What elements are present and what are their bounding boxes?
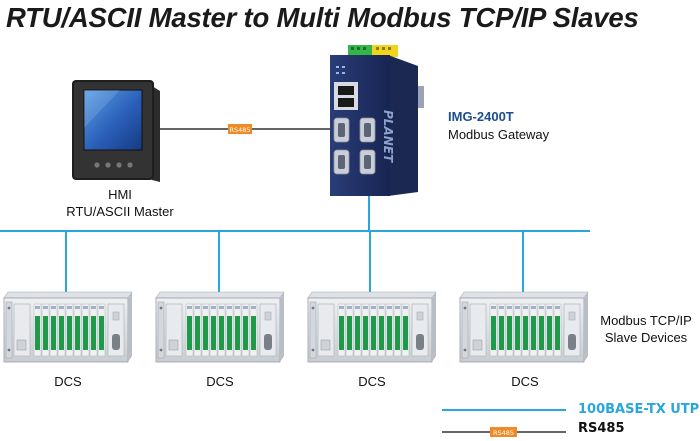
hmi-label-line2: RTU/ASCII Master [66, 204, 174, 219]
hmi-label-line1: HMI [108, 187, 132, 202]
gateway-model: IMG-2400T [448, 109, 514, 124]
diagram-title: RTU/ASCII Master to Multi Modbus TCP/IP … [6, 2, 639, 33]
dcs-rack [3, 291, 133, 363]
legend-utp-label: 100BASE-TX UTP [578, 402, 700, 417]
utp-network-lines [0, 192, 590, 292]
gateway-brand: PLANET [381, 110, 395, 163]
dcs-label: DCS [358, 374, 386, 389]
hmi-label: HMI RTU/ASCII Master [40, 186, 200, 220]
gateway-device: PLANET [330, 45, 424, 196]
slave-label-line2: Slave Devices [604, 330, 688, 345]
dcs-label: DCS [206, 374, 234, 389]
dcs-rack [155, 291, 285, 363]
svg-text:RS485: RS485 [493, 429, 514, 437]
dcs-label: DCS [511, 374, 539, 389]
dcs-label: DCS [54, 374, 82, 389]
dcs-rack [307, 291, 437, 363]
slave-devices-label: Modbus TCP/IP Slave Devices [586, 312, 700, 346]
legend-rs485-tag: RS485 [490, 427, 517, 437]
gateway-description: Modbus Gateway [448, 127, 550, 142]
rs485-link-tag: RS485 [228, 124, 252, 134]
svg-text:RS485: RS485 [229, 126, 250, 134]
hmi-panel [72, 80, 160, 182]
slave-label-line1: Modbus TCP/IP [600, 313, 692, 328]
legend-rs485-label: RS485 [578, 421, 625, 436]
dcs-rack [459, 291, 589, 363]
